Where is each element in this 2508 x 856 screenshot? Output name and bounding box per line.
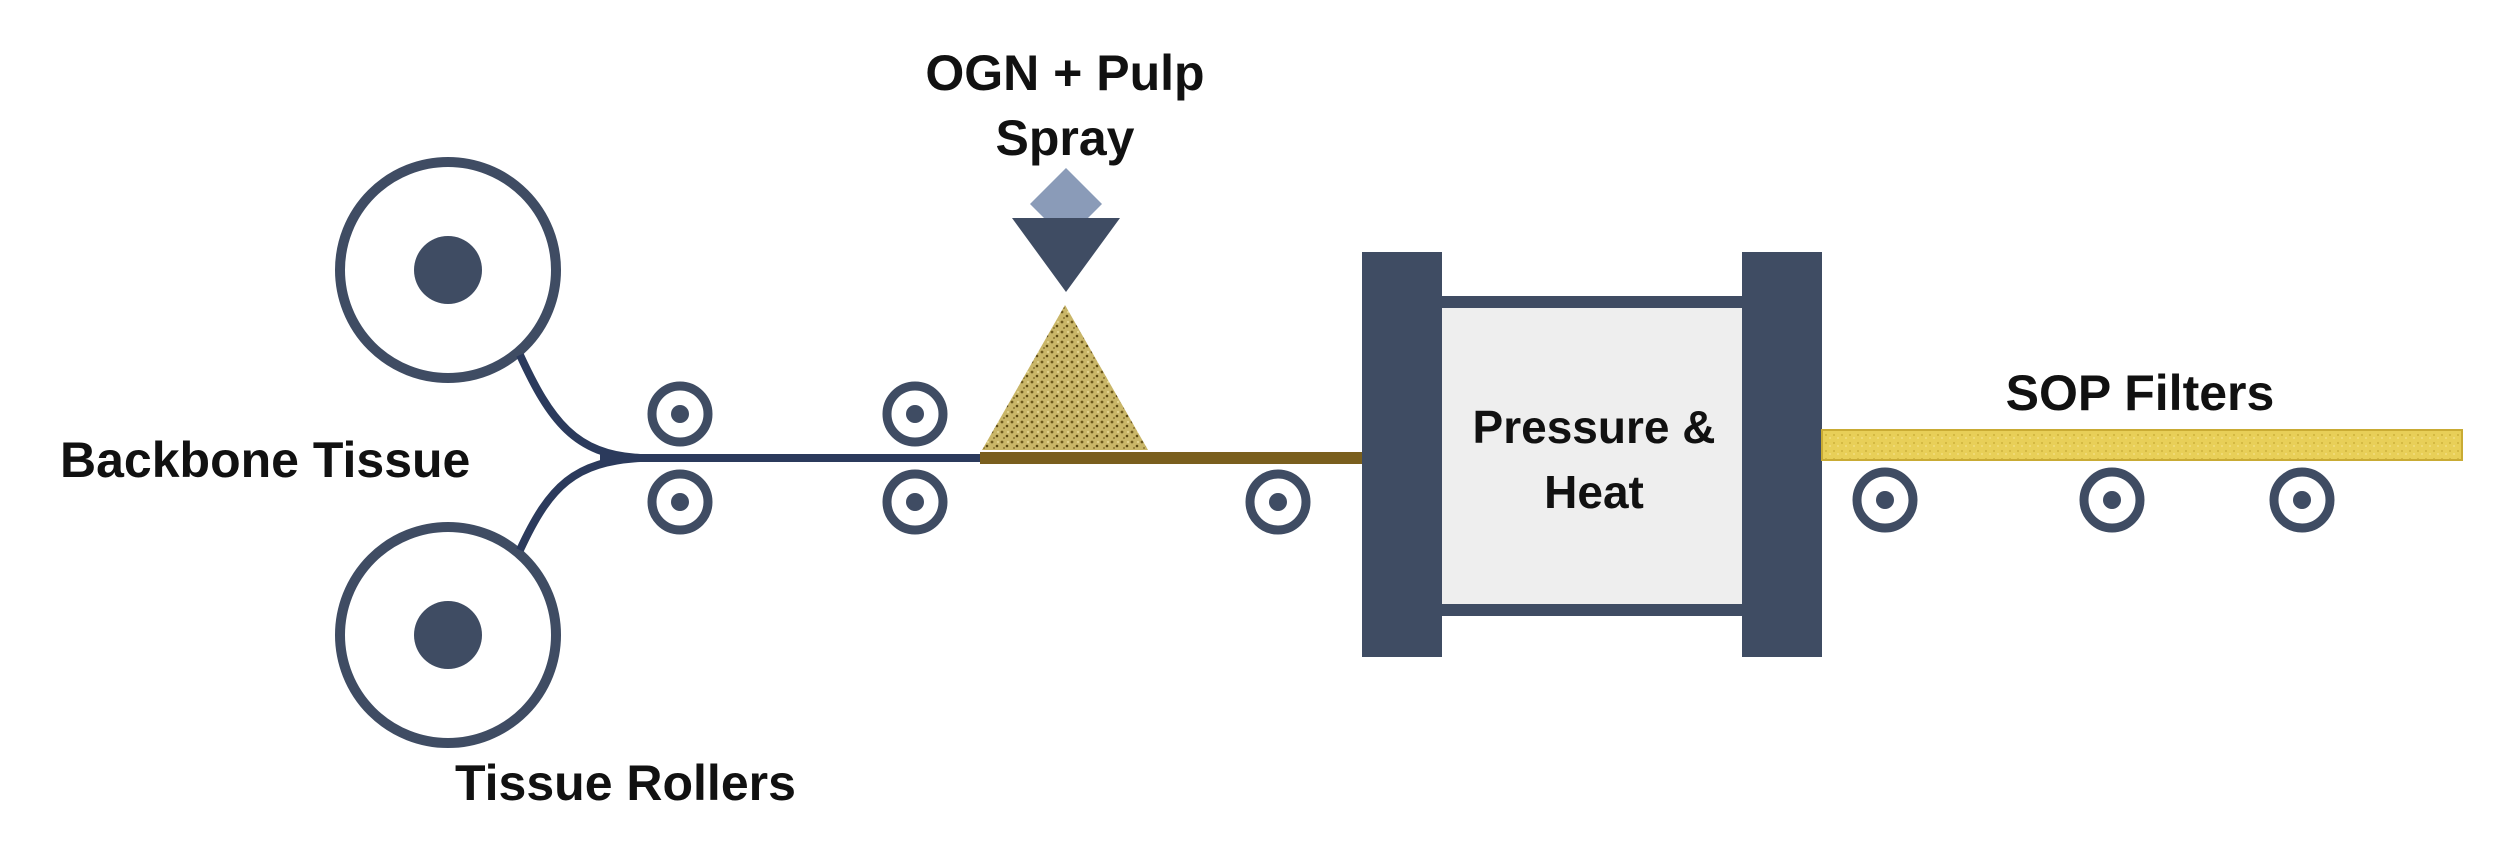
upper-tissue-roll-icon	[335, 157, 561, 383]
guide-roller-icon	[2269, 467, 2335, 533]
guide-roller-icon	[2079, 467, 2145, 533]
spray-label-line2: Spray	[996, 110, 1135, 166]
upper-tissue-web	[516, 353, 641, 462]
press-label-line2: Heat	[1544, 466, 1644, 518]
press-icon	[1362, 252, 1822, 657]
guide-roller-icon	[1852, 467, 1918, 533]
guide-roller-icon	[647, 469, 713, 535]
sop-filter-strip	[1821, 429, 2463, 461]
guide-roller-icon	[647, 381, 713, 447]
press-label-line1: Pressure &	[1473, 401, 1716, 453]
tissue-rollers-label: Tissue Rollers	[455, 755, 796, 811]
lower-tissue-roll-icon	[335, 522, 561, 748]
lower-tissue-web	[516, 454, 641, 552]
guide-roller-icon	[1245, 469, 1311, 535]
guide-roller-icon	[882, 469, 948, 535]
spray-label-line1: OGN + Pulp	[925, 45, 1204, 101]
guide-roller-icon	[882, 381, 948, 447]
backbone-tissue-label: Backbone Tissue	[60, 432, 470, 488]
sop-filters-label: SOP Filters	[2006, 365, 2275, 421]
pulp-pile-icon	[982, 305, 1148, 450]
pulp-layer-line	[980, 452, 1370, 464]
spray-nozzle-icon	[1012, 168, 1120, 292]
